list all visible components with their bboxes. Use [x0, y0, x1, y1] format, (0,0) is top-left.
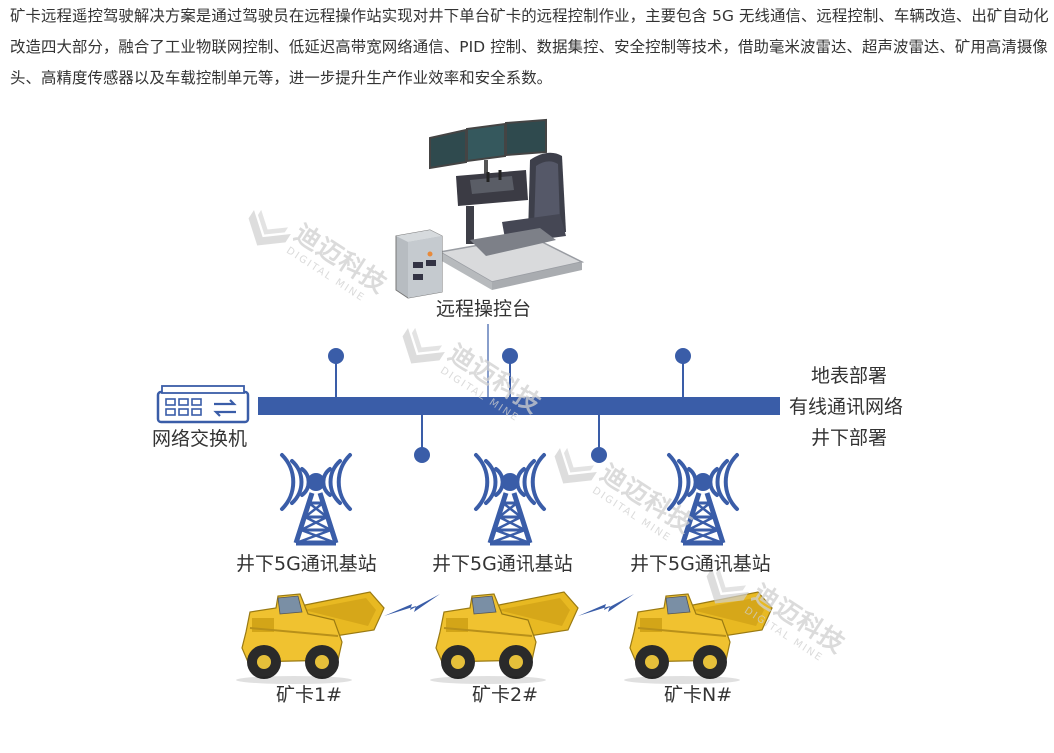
mining-truck-icon [429, 591, 579, 685]
intro-paragraph: 矿卡远程遥控驾驶解决方案是通过驾驶员在远程操作站实现对井下单台矿卡的远程控制作业… [10, 7, 1049, 87]
wired-network-label: 有线通讯网络 [789, 396, 904, 418]
underground-deployment-label: 井下部署 [811, 427, 888, 449]
truck-label: 矿卡1# [276, 684, 343, 706]
digital-mine-logo-icon [544, 444, 600, 496]
mining-truck-icon [623, 591, 773, 685]
wireless-link-icon [384, 594, 440, 616]
surface-deployment-label: 地表部署 [811, 365, 888, 387]
control-console-icon [395, 118, 585, 299]
digital-mine-logo-icon [392, 324, 448, 376]
mining-truck-icon [235, 591, 385, 685]
switch-label: 网络交换机 [152, 428, 248, 450]
truck-label: 矿卡2# [472, 684, 539, 706]
5g-tower-icon [669, 455, 737, 543]
network-bus [258, 348, 780, 463]
base-station-label: 井下5G通讯基站 [236, 553, 377, 575]
digital-mine-logo-icon [238, 206, 294, 258]
network-switch-icon [156, 385, 250, 424]
base-station-label: 井下5G通讯基站 [432, 553, 573, 575]
wireless-link-icon [578, 594, 634, 616]
5g-tower-icon [476, 455, 544, 543]
truck-label: 矿卡N# [664, 684, 733, 706]
5g-tower-icon [282, 455, 350, 543]
base-station-label: 井下5G通讯基站 [630, 553, 771, 575]
console-label: 远程操控台 [436, 298, 532, 320]
